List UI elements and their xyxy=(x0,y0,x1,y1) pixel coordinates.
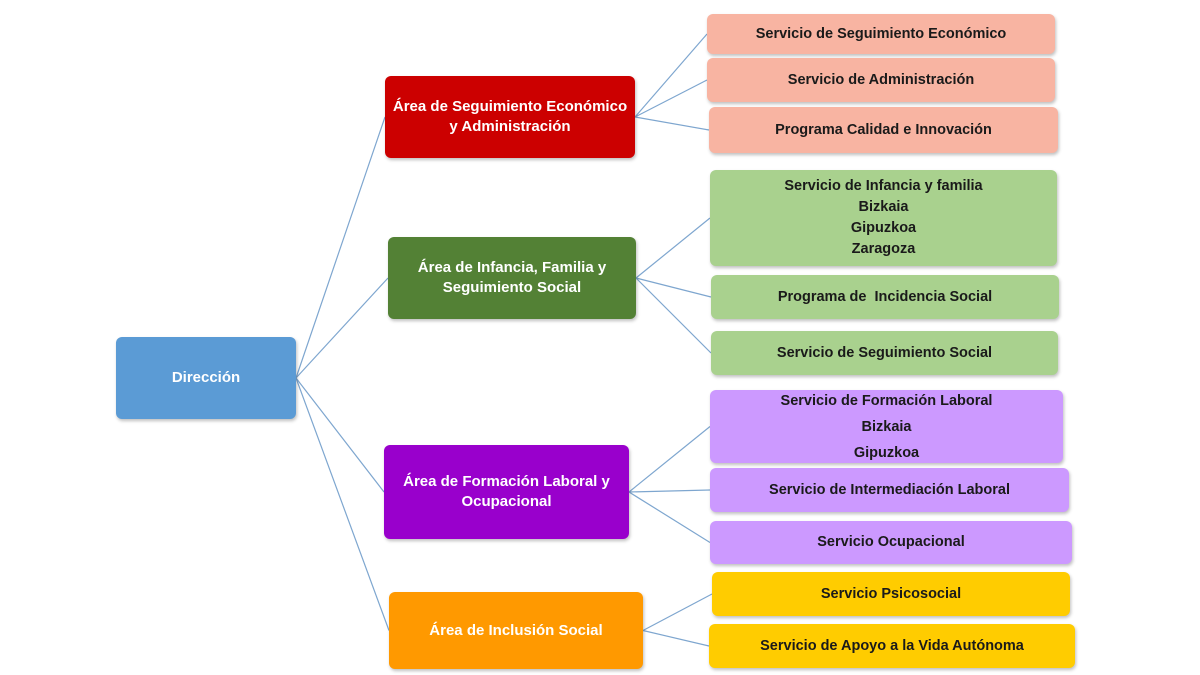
connector-a3-s3a xyxy=(628,426,711,493)
service-label: Servicio de Administración xyxy=(787,71,975,88)
location-zaragoza: Zaragoza xyxy=(851,241,916,257)
service-label: Servicio de Seguimiento Económico xyxy=(755,25,1007,42)
connector-root-a3 xyxy=(295,377,385,493)
direccion-label: Dirección xyxy=(171,369,241,386)
servicio-intermediacion-laboral[interactable]: Servicio de Intermediación Laboral xyxy=(710,468,1069,512)
area-infancia-familia[interactable]: Área de Infancia, Familia y Seguimiento … xyxy=(388,237,636,319)
area-formacion-laboral[interactable]: Área de Formación Laboral y Ocupacional xyxy=(384,445,629,539)
service-label: Programa de Incidencia Social xyxy=(777,288,993,305)
area-label: Área de Infancia, Familia y Seguimiento … xyxy=(417,259,607,296)
servicio-infancia-familia[interactable]: Servicio de Infancia y familia Bizkaia G… xyxy=(710,170,1057,266)
connector-a2-s2a xyxy=(635,217,711,279)
area-seguimiento-economico[interactable]: Área de Seguimiento Económico y Administ… xyxy=(385,76,635,158)
connector-a2-s2b xyxy=(635,277,712,298)
area-label: Área de Formación Laboral y Ocupacional xyxy=(403,473,610,510)
service-label: Programa Calidad e Innovación xyxy=(775,121,992,138)
programa-calidad-innovacion[interactable]: Programa Calidad e Innovación xyxy=(709,107,1058,153)
servicio-administracion[interactable]: Servicio de Administración xyxy=(707,58,1055,102)
connector-root-a2 xyxy=(295,277,389,379)
programa-incidencia-social[interactable]: Programa de Incidencia Social xyxy=(711,275,1059,319)
connector-a1-s1b xyxy=(634,79,708,118)
servicio-seguimiento-social[interactable]: Servicio de Seguimiento Social xyxy=(711,331,1058,375)
connector-a2-s2c xyxy=(635,277,712,354)
service-label: Servicio de Formación Laboral xyxy=(780,392,993,409)
connector-a3-s3c xyxy=(628,491,711,544)
service-label: Servicio de Seguimiento Social xyxy=(776,344,993,361)
connector-a1-s1c xyxy=(634,116,710,131)
connector-a1-s1a xyxy=(634,33,708,118)
servicio-seguimiento-economico[interactable]: Servicio de Seguimiento Económico xyxy=(707,14,1055,54)
area-label: Área de Inclusión Social xyxy=(429,621,603,639)
service-label: Servicio de Intermediación Laboral xyxy=(769,481,1010,498)
location-gipuzkoa: Gipuzkoa xyxy=(850,220,917,236)
service-label: Servicio de Infancia y familia xyxy=(784,178,983,194)
servicio-formacion-laboral[interactable]: Servicio de Formación Laboral Bizkaia Gi… xyxy=(710,390,1063,463)
location-bizkaia: Bizkaia xyxy=(858,199,909,215)
connector-a4-s4b xyxy=(642,629,710,647)
servicio-psicosocial[interactable]: Servicio Psicosocial xyxy=(712,572,1070,616)
service-label: Servicio de Apoyo a la Vida Autónoma xyxy=(760,637,1024,654)
service-label: Servicio Ocupacional xyxy=(817,534,965,550)
servicio-apoyo-vida-autonoma[interactable]: Servicio de Apoyo a la Vida Autónoma xyxy=(709,624,1075,668)
connector-a3-s3b xyxy=(628,489,711,493)
location-gipuzkoa: Gipuzkoa xyxy=(853,444,920,461)
connector-a4-s4a xyxy=(642,593,713,632)
service-label: Servicio Psicosocial xyxy=(820,585,962,602)
area-inclusion-social[interactable]: Área de Inclusión Social xyxy=(389,592,643,669)
servicio-ocupacional[interactable]: Servicio Ocupacional xyxy=(710,521,1072,564)
location-bizkaia: Bizkaia xyxy=(861,418,912,435)
connector-root-a1 xyxy=(295,116,386,379)
direccion-node[interactable]: Dirección xyxy=(116,337,296,419)
area-label: Área de Seguimiento Económico y Administ… xyxy=(392,98,628,135)
connector-root-a4 xyxy=(295,377,390,631)
